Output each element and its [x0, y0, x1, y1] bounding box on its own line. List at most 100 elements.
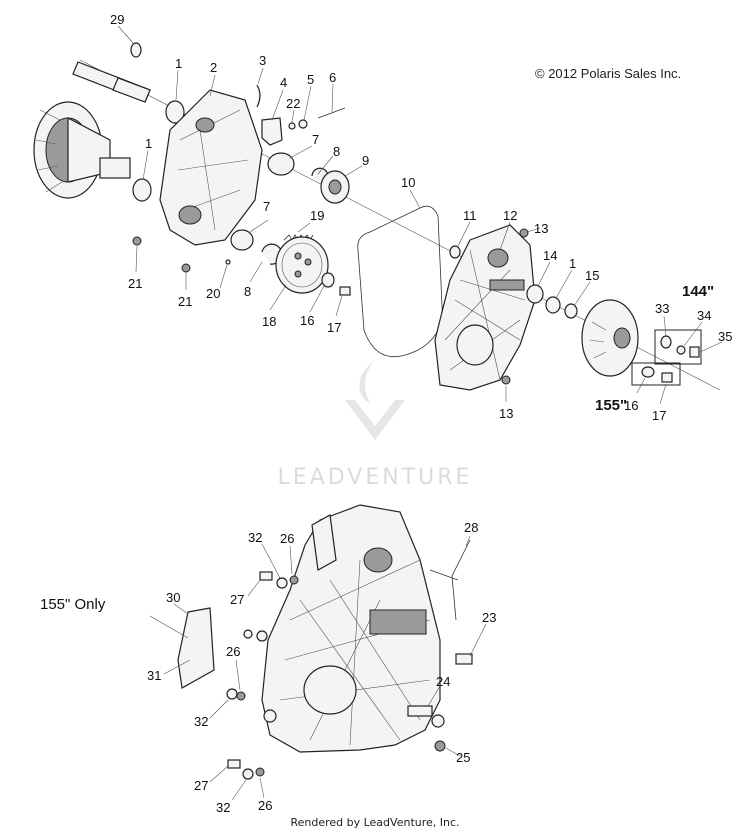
- label-13-b: 13: [499, 406, 513, 421]
- leader-lines-top: [117, 25, 723, 405]
- label-16-a: 16: [300, 313, 314, 328]
- label-26-a: 26: [280, 531, 294, 546]
- pin-20: [225, 259, 231, 265]
- bolt-13-lower: [501, 375, 511, 385]
- note-155-only: 155" Only: [40, 596, 106, 613]
- copyright-text: © 2012 Polaris Sales Inc.: [535, 66, 681, 81]
- label-18: 18: [262, 314, 276, 329]
- label-1-a: 1: [175, 56, 182, 71]
- note-144: 144": [682, 283, 714, 300]
- label-34: 34: [697, 308, 711, 323]
- bolt-24: [407, 705, 433, 717]
- label-17-a: 17: [327, 320, 341, 335]
- bolt-a: [243, 629, 253, 639]
- bolt-23: [455, 653, 473, 665]
- watermark-text: LEADVENTURE: [278, 465, 473, 490]
- bottom-assembly: 32 26 27 28 30 31 26 23 32 24 27 32 26 2…: [40, 504, 496, 815]
- leader-lines-bottom: [163, 535, 487, 801]
- label-20: 20: [206, 286, 220, 301]
- washer-24: [431, 714, 445, 728]
- label-26-b: 26: [226, 644, 240, 659]
- label-26-c: 26: [258, 798, 272, 813]
- washer-32-a: [276, 577, 288, 589]
- label-11: 11: [463, 208, 477, 223]
- label-21-b: 21: [178, 294, 192, 309]
- label-3: 3: [259, 53, 266, 68]
- seal-11: [449, 245, 461, 259]
- gasket-10: [357, 205, 443, 358]
- driven-clutch: [33, 101, 131, 199]
- assembled-chaincase: [261, 504, 441, 753]
- dipstick-3: [256, 84, 261, 108]
- label-28: 28: [464, 520, 478, 535]
- label-21-a: 21: [128, 276, 142, 291]
- seal-1-top: [165, 100, 185, 124]
- rendered-by-text: Rendered by LeadVenture, Inc.: [290, 816, 459, 829]
- box-155: [631, 362, 681, 386]
- washer-32-b: [226, 688, 238, 700]
- bolt-13-top: [519, 228, 529, 238]
- washer-33: [660, 335, 672, 349]
- outer-chaincase-12: [434, 224, 536, 391]
- bracket-30: [177, 607, 215, 689]
- washer-34: [676, 345, 686, 355]
- label-33: 33: [655, 301, 669, 316]
- label-25: 25: [456, 750, 470, 765]
- only-155-leader: [149, 615, 189, 639]
- inspection-cover: [303, 665, 357, 715]
- label-16-b: 16: [624, 398, 638, 413]
- tensioner-block-4: [261, 117, 283, 146]
- label-29: 29: [110, 12, 124, 27]
- label-23: 23: [482, 610, 496, 625]
- seal-1-right: [545, 296, 561, 314]
- label-7-a: 7: [312, 132, 319, 147]
- bearing-7-top: [267, 152, 295, 176]
- bottom-hardware: [226, 571, 473, 780]
- label-27-a: 27: [230, 592, 244, 607]
- bolt-6: [317, 107, 346, 119]
- label-6: 6: [329, 70, 336, 85]
- top-bracket: [311, 514, 337, 571]
- bolt-27-b: [227, 759, 241, 769]
- label-27-b: 27: [194, 778, 208, 793]
- washer-16-right: [641, 366, 655, 378]
- washer-b: [256, 630, 268, 642]
- label-2: 2: [210, 60, 217, 75]
- nut-21-b: [181, 263, 191, 273]
- shaft-end: [363, 547, 393, 573]
- label-19: 19: [310, 208, 324, 223]
- label-12: 12: [503, 208, 517, 223]
- drive-sprocket-disc: [581, 299, 639, 377]
- label-10: 10: [401, 175, 415, 190]
- seal-1-lower: [132, 178, 152, 202]
- label-24: 24: [436, 674, 450, 689]
- bearing-7-lower: [230, 229, 254, 251]
- washer-c: [263, 709, 277, 723]
- inner-chaincase: [159, 89, 263, 246]
- label-32-b: 32: [194, 714, 208, 729]
- gear-18: [275, 236, 329, 294]
- label-22: 22: [286, 96, 300, 111]
- washer-32-c: [242, 768, 254, 780]
- bolt-17-top: [339, 286, 351, 296]
- bottom-part-labels: 32 26 27 28 30 31 26 23 32 24 27 32 26 2…: [40, 520, 496, 815]
- bolt-27-a: [259, 571, 273, 581]
- washer-16-top: [321, 272, 335, 288]
- bearing-14: [526, 284, 544, 304]
- label-4: 4: [280, 75, 287, 90]
- label-30: 30: [166, 590, 180, 605]
- bolt-35: [689, 346, 700, 358]
- label-17-b: 17: [652, 408, 666, 423]
- nut-15: [564, 303, 578, 319]
- label-7-b: 7: [263, 199, 270, 214]
- label-32-a: 32: [248, 530, 262, 545]
- dipstick-28: [429, 539, 471, 621]
- label-1-b: 1: [145, 136, 152, 151]
- polaris-logo-plate: [369, 609, 427, 635]
- splined-shaft: [72, 42, 151, 103]
- nut-25: [434, 740, 446, 752]
- washer-22: [288, 122, 296, 130]
- o-ring-29: [130, 42, 142, 58]
- top-part-labels: 29 1 2 3 4 5 22 6 1 7 8 9 10 21 21 20 8 …: [110, 12, 732, 423]
